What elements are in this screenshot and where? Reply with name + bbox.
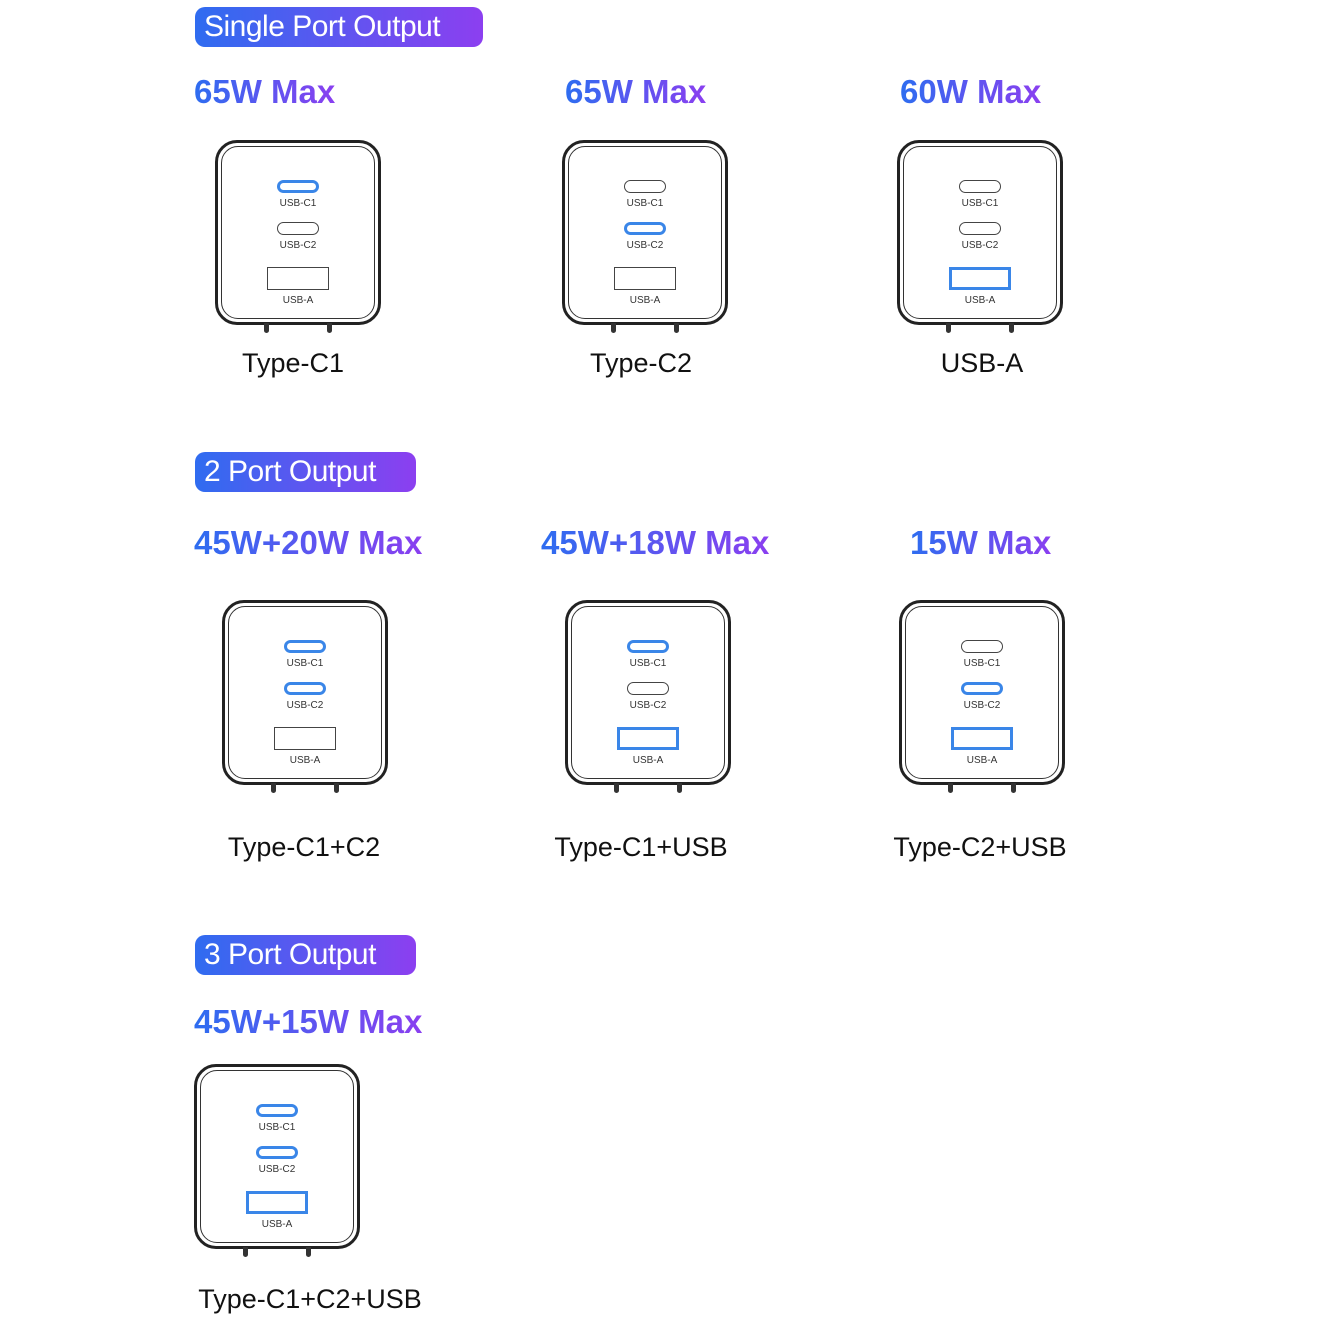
charger-prong xyxy=(677,783,682,793)
usb-a-port xyxy=(267,267,329,290)
port-label: USB-A xyxy=(632,755,664,766)
usb-c2-port xyxy=(284,682,326,695)
port-label: USB-C1 xyxy=(963,658,1001,669)
usb-a-port xyxy=(951,727,1013,750)
port-label: USB-C1 xyxy=(258,1122,296,1133)
usb-c2-port xyxy=(961,682,1003,695)
section-badge-single-port: Single Port Output xyxy=(195,7,483,47)
mode-label: Type-C1 xyxy=(241,348,345,378)
power-title: 65W Max xyxy=(565,73,707,110)
usb-a-port xyxy=(246,1191,308,1214)
port-label: USB-A xyxy=(964,295,996,306)
usb-a-port xyxy=(617,727,679,750)
power-title: 45W+20W Max xyxy=(194,524,423,561)
charger-prong xyxy=(271,783,276,793)
port-label: USB-C1 xyxy=(286,658,324,669)
port-label: USB-C2 xyxy=(963,700,1001,711)
usb-c2-port xyxy=(256,1146,298,1159)
usb-c1-port xyxy=(959,180,1001,193)
charger-prong xyxy=(264,323,269,333)
usb-c1-port xyxy=(624,180,666,193)
power-title: 65W Max xyxy=(194,73,336,110)
port-label: USB-C2 xyxy=(279,240,317,251)
port-label: USB-A xyxy=(966,755,998,766)
port-label: USB-C1 xyxy=(279,198,317,209)
mode-label: Type-C1+C2 xyxy=(227,832,381,862)
power-title: 45W+15W Max xyxy=(194,1003,423,1040)
mode-label: Type-C1+USB xyxy=(554,832,728,862)
port-label: USB-C2 xyxy=(626,240,664,251)
charger-prong xyxy=(946,323,951,333)
port-label: USB-C1 xyxy=(961,198,999,209)
charger-prong xyxy=(948,783,953,793)
charger-body xyxy=(194,1064,360,1249)
power-title: 15W Max xyxy=(910,524,1052,561)
mode-label: Type-C1+C2+USB xyxy=(198,1284,422,1314)
charger-body xyxy=(562,140,728,325)
charger-prong xyxy=(306,1247,311,1257)
mode-label: Type-C2 xyxy=(589,348,693,378)
port-label: USB-C1 xyxy=(629,658,667,669)
usb-a-port xyxy=(274,727,336,750)
charger-body xyxy=(897,140,1063,325)
mode-label: USB-A xyxy=(940,348,1024,378)
charger-body xyxy=(899,600,1065,785)
usb-a-port xyxy=(614,267,676,290)
charger-prong xyxy=(1011,783,1016,793)
charger-prong xyxy=(243,1247,248,1257)
section-badge-3-port: 3 Port Output xyxy=(195,935,416,975)
usb-c1-port xyxy=(961,640,1003,653)
charger-body xyxy=(215,140,381,325)
usb-c1-port xyxy=(256,1104,298,1117)
charger-body xyxy=(565,600,731,785)
port-label: USB-C2 xyxy=(286,700,324,711)
port-label: USB-C1 xyxy=(626,198,664,209)
section-badge-2-port: 2 Port Output xyxy=(195,452,416,492)
usb-c2-port xyxy=(624,222,666,235)
usb-c2-port xyxy=(627,682,669,695)
charger-prong xyxy=(674,323,679,333)
charger-prong xyxy=(611,323,616,333)
port-label: USB-C2 xyxy=(629,700,667,711)
charger-prong xyxy=(334,783,339,793)
power-title: 45W+18W Max xyxy=(541,524,770,561)
usb-c1-port xyxy=(277,180,319,193)
charger-prong xyxy=(614,783,619,793)
charger-body xyxy=(222,600,388,785)
charger-prong xyxy=(1009,323,1014,333)
usb-c2-port xyxy=(277,222,319,235)
port-label: USB-A xyxy=(261,1219,293,1230)
port-label: USB-A xyxy=(289,755,321,766)
port-label: USB-C2 xyxy=(961,240,999,251)
port-label: USB-A xyxy=(282,295,314,306)
usb-c1-port xyxy=(284,640,326,653)
usb-c2-port xyxy=(959,222,1001,235)
mode-label: Type-C2+USB xyxy=(893,832,1067,862)
charger-prong xyxy=(327,323,332,333)
usb-a-port xyxy=(949,267,1011,290)
power-title: 60W Max xyxy=(900,73,1042,110)
usb-c1-port xyxy=(627,640,669,653)
port-label: USB-A xyxy=(629,295,661,306)
port-label: USB-C2 xyxy=(258,1164,296,1175)
